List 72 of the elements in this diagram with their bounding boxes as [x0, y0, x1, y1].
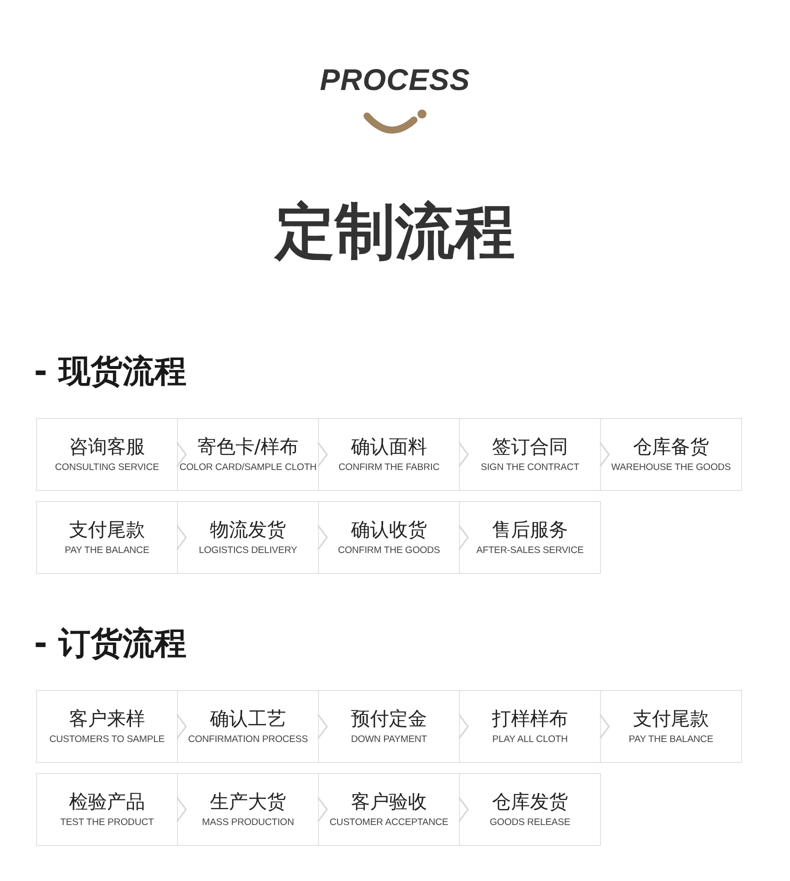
step-box	[459, 690, 601, 763]
step-box	[177, 773, 319, 846]
step-subtitle: CONFIRM THE GOODS	[338, 545, 440, 556]
chevron-arrow	[458, 525, 469, 550]
step-subtitle: GOODS RELEASE	[490, 817, 570, 828]
section-heading: - 订货流程	[34, 623, 186, 664]
chevron-arrow	[317, 714, 328, 739]
step-subtitle: LOGISTICS DELIVERY	[198, 545, 298, 556]
step-subtitle: PAY THE BALANCE	[64, 545, 150, 556]
step-subtitle: CONSULTING SERVICE	[55, 462, 159, 474]
chevron-arrow	[317, 797, 328, 822]
step-title: 检验产品	[69, 790, 145, 814]
step-box	[177, 418, 319, 491]
step-title: 售后服务	[492, 518, 568, 542]
step-box	[36, 773, 178, 846]
chevron-arrow	[317, 442, 328, 467]
step-subtitle: SIGN THE CONTRACT	[480, 462, 580, 474]
step-subtitle: PAY THE BALANCE	[628, 734, 714, 746]
step-title: 确认工艺	[210, 708, 286, 730]
step-box	[36, 501, 178, 574]
step-title: 生产大货	[210, 790, 286, 814]
chevron-arrow	[599, 442, 610, 467]
step-subtitle: WAREHOUSE THE GOODS	[611, 462, 731, 474]
step-box	[36, 418, 178, 491]
step-title: 仓库备货	[633, 436, 709, 458]
step-box	[36, 690, 178, 763]
step-title: 签订合同	[492, 436, 568, 458]
step-title: 支付尾款	[633, 708, 709, 730]
step-title: 预付定金	[351, 708, 427, 730]
step-title: 寄色卡/样布	[197, 436, 299, 458]
step-box	[318, 418, 460, 491]
heading-text: PROCESS	[320, 64, 470, 98]
step-subtitle: CONFIRM THE FABRIC	[338, 462, 440, 474]
chevron-arrow	[458, 714, 469, 739]
step-title: 物流发货	[210, 518, 286, 542]
step-box	[459, 773, 601, 846]
step-subtitle: AFTER-SALES SERVICE	[476, 545, 584, 556]
step-box	[318, 501, 460, 574]
step-box	[459, 501, 601, 574]
step-subtitle: DOWN PAYMENT	[350, 734, 428, 746]
title: 定制流程	[275, 197, 515, 267]
step-title: 客户来样	[69, 708, 145, 730]
chevron-arrow	[599, 714, 610, 739]
step-subtitle: CONFIRMATION PROCESS	[188, 734, 308, 746]
chevron-arrow	[317, 525, 328, 550]
chevron-arrow	[176, 442, 187, 467]
step-box	[318, 690, 460, 763]
step-box	[177, 690, 319, 763]
chevron-arrow	[176, 714, 187, 739]
step-title: 打样样布	[492, 708, 568, 730]
step-title: 支付尾款	[69, 518, 145, 542]
step-box	[177, 501, 319, 574]
chevron-arrow	[458, 797, 469, 822]
step-title: 客户验收	[351, 790, 427, 814]
step-title: 确认面料	[351, 436, 427, 458]
chevron-arrow	[176, 797, 187, 822]
step-box	[600, 690, 742, 763]
chevron-arrow	[458, 442, 469, 467]
step-title: 仓库发货	[492, 790, 568, 814]
step-title: 确认收货	[351, 518, 427, 542]
step-box	[459, 418, 601, 491]
section-heading: - 现货流程	[34, 351, 186, 392]
step-subtitle: MASS PRODUCTION	[202, 817, 294, 828]
step-subtitle: PLAY ALL CLOTH	[492, 734, 568, 746]
step-subtitle: COLOR CARD/SAMPLE CLOTH	[179, 462, 317, 474]
step-title: 咨询客服	[69, 436, 145, 458]
step-subtitle: TEST THE PRODUCT	[60, 817, 154, 828]
step-box	[600, 418, 742, 491]
step-box	[318, 773, 460, 846]
step-subtitle: CUSTOMERS TO SAMPLE	[49, 734, 165, 746]
chevron-arrow	[176, 525, 187, 550]
step-subtitle: CUSTOMER ACCEPTANCE	[330, 817, 448, 828]
